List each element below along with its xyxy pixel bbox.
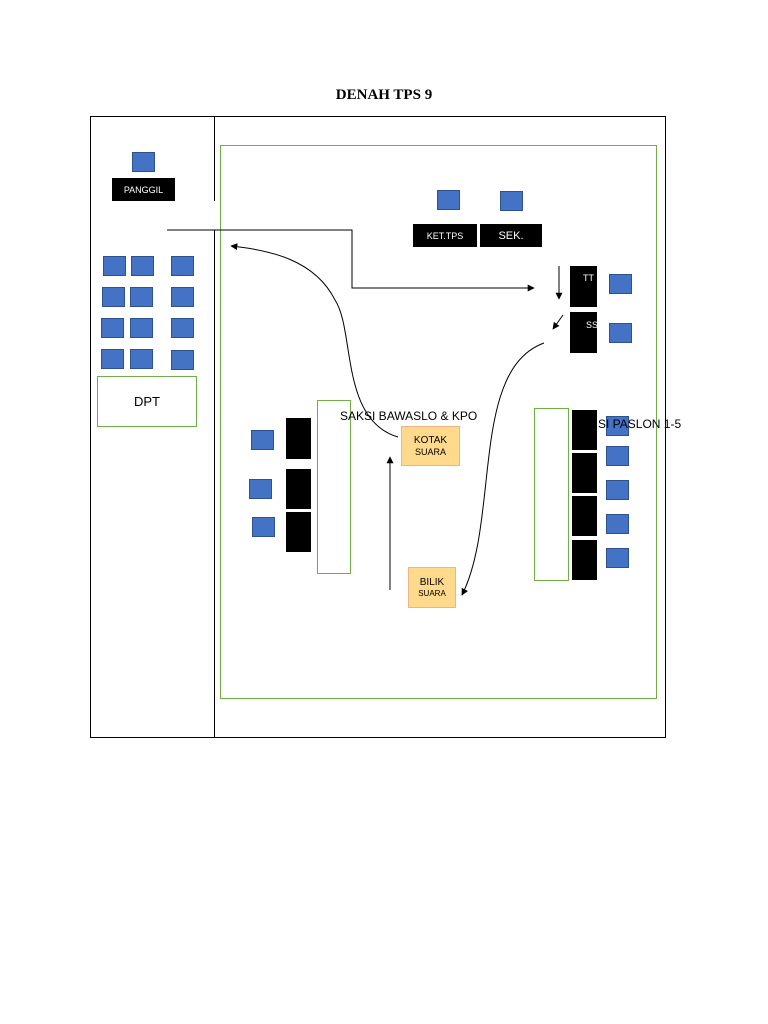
waiting-chair	[130, 349, 153, 369]
paslon-chair	[606, 446, 629, 466]
divider-bottom	[214, 230, 215, 738]
page-title: DENAH TPS 9	[335, 87, 433, 103]
saksi-chair	[252, 517, 275, 537]
saksi-bawaslo-label: SAKSI BAWASLO & KPO	[340, 409, 478, 423]
saksi-bawaslo-bench	[317, 400, 351, 574]
ttd-table: TT	[570, 266, 597, 307]
paslon-chair	[606, 480, 629, 500]
waiting-chair	[101, 318, 124, 338]
paslon-table	[572, 496, 597, 536]
bilik-suara: BILIK SUARA	[408, 567, 456, 608]
ss-chair	[609, 323, 632, 343]
tps-room-outline	[90, 116, 666, 738]
saksi-table	[286, 418, 311, 459]
panggil-label: PANGGIL	[112, 178, 175, 201]
saksi-paslon-label: SI PASLON 1-5	[598, 417, 682, 431]
paslon-chair	[606, 514, 629, 534]
waiting-chair	[103, 256, 126, 276]
ss-label: SS	[586, 320, 599, 330]
paslon-chair	[606, 548, 629, 568]
paslon-chair	[606, 416, 629, 436]
ss-table: SS	[570, 312, 599, 353]
exit-arrow	[230, 243, 399, 438]
saksi-chair	[251, 430, 274, 450]
paslon-table	[572, 453, 597, 493]
entry-path-arrow	[167, 229, 535, 292]
ttd-label: TT	[583, 273, 594, 283]
dpt-table: DPT	[97, 376, 197, 427]
kotak-label-line1: KOTAK	[413, 435, 448, 447]
waiting-chair	[101, 349, 124, 369]
saksi-table	[286, 469, 311, 509]
bilik-label-line2: SUARA	[418, 588, 446, 598]
ketua-tps-table: KET.TPS	[413, 224, 477, 247]
waiting-chair	[171, 318, 194, 338]
paslon-table	[572, 540, 597, 580]
polling-area-border	[220, 145, 657, 699]
saksi-table	[286, 512, 311, 552]
panggil-chair	[132, 152, 155, 172]
divider-top	[214, 117, 215, 201]
dpt-label: DPT	[134, 394, 160, 409]
saksi-chair	[249, 479, 272, 499]
waiting-chair	[171, 350, 194, 370]
paslon-table	[572, 410, 597, 450]
waiting-chair	[171, 256, 194, 276]
waiting-chair	[171, 287, 194, 307]
bilik-label-line1: BILIK	[419, 577, 445, 589]
sekretaris-chair	[500, 191, 523, 211]
waiting-chair	[130, 287, 153, 307]
waiting-chair	[131, 256, 154, 276]
saksi-paslon-bench	[534, 408, 569, 581]
ttd-chair	[609, 274, 632, 294]
ketua-chair	[437, 190, 460, 210]
sekretaris-table: SEK.	[480, 224, 542, 247]
waiting-chair	[130, 318, 153, 338]
kotak-suara: KOTAK SUARA	[401, 426, 460, 466]
kotak-label-line2: SUARA	[414, 446, 446, 457]
arrow-to-bilik	[461, 342, 545, 596]
arrow-to-ss	[552, 314, 564, 330]
waiting-chair	[102, 287, 125, 307]
